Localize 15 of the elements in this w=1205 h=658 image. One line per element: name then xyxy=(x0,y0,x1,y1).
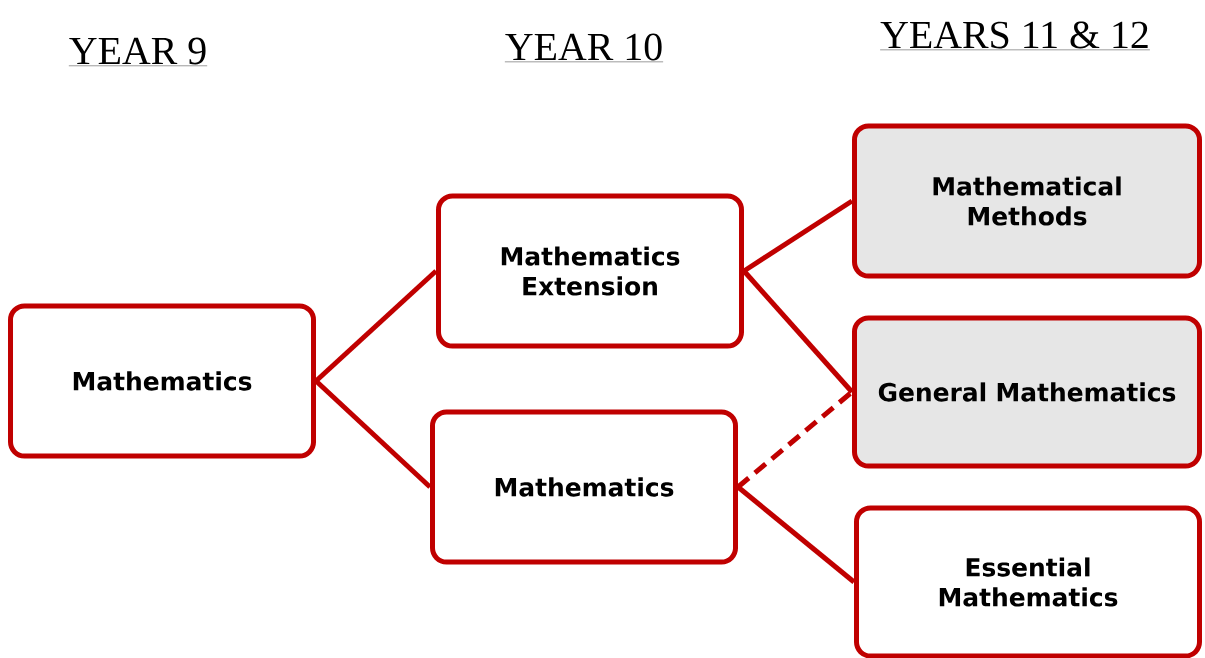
column-heading: YEAR 10 xyxy=(504,33,664,63)
connector-line xyxy=(314,379,432,489)
connector-line xyxy=(742,198,854,274)
connector-line xyxy=(736,485,856,584)
column-heading: YEAR 9 xyxy=(68,37,208,66)
course-box: Mathematics Extension xyxy=(436,193,744,349)
course-box: Mathematics xyxy=(8,303,316,459)
column-heading: YEARS 11 & 12 xyxy=(879,21,1151,51)
course-box: General Mathematics xyxy=(852,315,1202,469)
course-box: Mathematical Methods xyxy=(852,123,1202,279)
connector-line xyxy=(742,269,854,394)
connector-line xyxy=(736,390,854,489)
course-box: Mathematics xyxy=(430,409,738,565)
course-box: Essential Mathematics xyxy=(854,505,1202,658)
connector-line xyxy=(314,269,438,383)
